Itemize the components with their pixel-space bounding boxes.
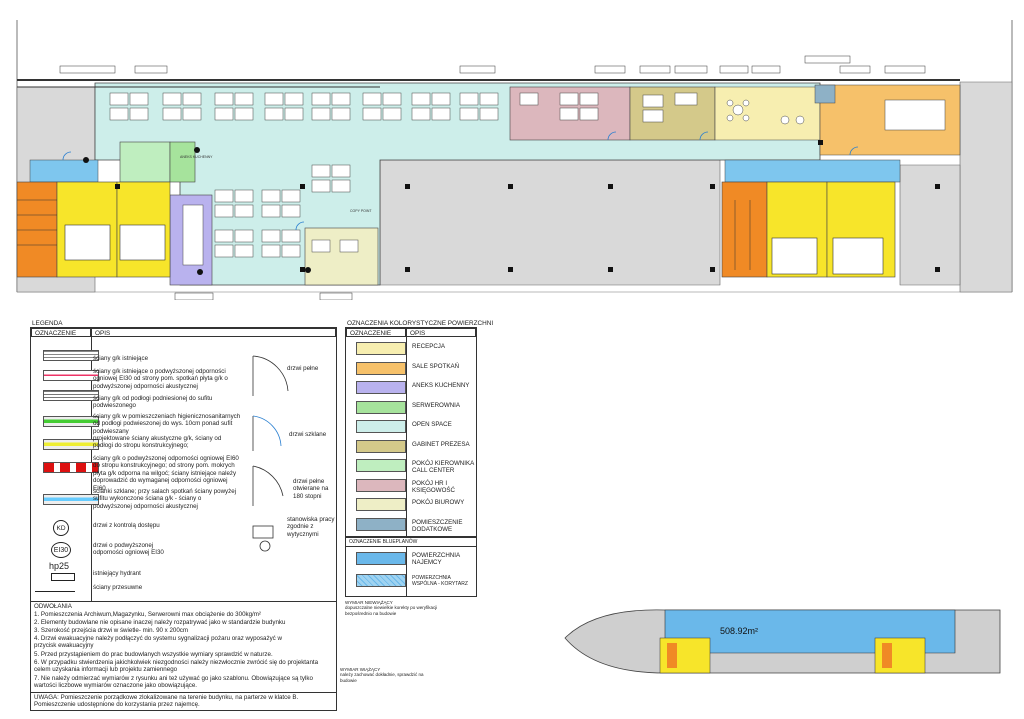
color-divider — [406, 337, 407, 536]
blueplan-title: OZNACZENIE BLUEPLANÓW — [349, 539, 418, 545]
color-swatch-7 — [356, 478, 406, 492]
blueplan-divider-v — [406, 546, 407, 596]
note-1: 1. Pomieszczenia Archiwum,Magazynku, Ser… — [34, 611, 261, 618]
binding-note: WYMIAR WIĄŻĄCY należy zachować dokładnie… — [340, 667, 440, 683]
floor-plan: ANEKS KUCHENNY COPY POINT — [0, 0, 1024, 301]
legend-desc-1: ściany g/k istniejące — [93, 355, 149, 362]
notes-title: ODWOŁANIA — [34, 603, 72, 610]
tenant-area-label: POWIERZCHNIA NAJEMCY — [412, 552, 460, 567]
ei30-symbol: EI30 — [51, 542, 71, 558]
note-6: 6. W przypadku stwierdzenia jakichkolwie… — [34, 659, 319, 674]
wall-swatch-acoustic — [43, 439, 99, 450]
note-7: 7. Nie należy odmierzać wymiarów z rysun… — [34, 675, 313, 690]
legend-header-code-text: OZNACZENIE — [35, 330, 77, 337]
legend-desc-5: projektowane ściany akustyczne g/k, ścia… — [93, 435, 222, 450]
door-desc-full: drzwi pełne — [287, 365, 319, 372]
color-label-6: POKÓJ KIEROWNIKA CALL CENTER — [412, 460, 474, 475]
corridor-area-label: POWIERZCHNIA WSPÓLNA - KORYTARZ — [412, 575, 468, 587]
color-label-0: RECEPCJA — [412, 343, 446, 350]
color-label-5: GABINET PREZESA — [412, 440, 470, 448]
color-swatch-8 — [356, 498, 406, 511]
color-legend-panel: OZNACZENIA KOLORYSTYCZNE POWIERZCHNI OZN… — [345, 318, 493, 600]
legend-desc-10: istniejący hydrant — [93, 570, 141, 577]
color-swatch-0 — [356, 342, 406, 355]
door-symbols — [252, 355, 289, 552]
legend-desc-6: ściany g/k o podwyższonej odporności ogn… — [93, 455, 239, 492]
hydrant-symbol: hp25 — [49, 561, 70, 571]
note-2: 2. Elementy budowlane nie opisane inacze… — [34, 619, 286, 626]
color-label-4: OPEN SPACE — [412, 421, 452, 428]
wall-swatch-existing — [43, 350, 99, 361]
door-desc-glass: drzwi szklane — [289, 431, 327, 438]
color-label-2: ANEKS KUCHENNY — [412, 382, 470, 389]
warning-divider — [31, 692, 336, 693]
color-label-7: POKÓJ HR I KSIĘGOWOŚĆ — [412, 479, 455, 494]
kitchen-label: ANEKS KUCHENNY — [180, 155, 213, 159]
color-legend-table: OZNACZENIE OPIS RECEPCJA SALE SPOTKAŃ ANEK… — [345, 327, 477, 537]
color-label-1: SALE SPOTKAŃ — [412, 362, 460, 370]
kd-symbol: KD — [53, 520, 69, 536]
notes-divider — [31, 601, 336, 602]
legend-table: OZNACZENIE OPIS KD EI30 hp25 ściany g/k … — [30, 327, 337, 711]
color-swatch-6 — [356, 459, 406, 472]
color-swatch-9 — [356, 517, 406, 531]
corridor-area-swatch — [356, 574, 406, 587]
note-3: 3. Szerokość przejścia drzwi w świetle- … — [34, 627, 189, 634]
non-binding-title: WYMIAR NIEWIĄŻĄCY — [345, 600, 393, 605]
hydrant-box-icon — [51, 573, 75, 581]
floor-plan-drawing: ANEKS KUCHENNY COPY POINT — [16, 20, 1013, 301]
legend-header-desc-text: OPIS — [95, 330, 111, 337]
color-label-8: POKÓJ BIUROWY — [412, 499, 465, 506]
legend-panel: LEGENDA OZNACZENIE OPIS KD EI30 hp25 ści… — [30, 318, 337, 713]
color-swatch-3 — [356, 400, 406, 414]
legend-desc-2: ściany g/k istniejące o podwyższonej odp… — [93, 368, 228, 390]
copy-point-label: COPY POINT — [350, 209, 372, 213]
binding-title: WYMIAR WIĄŻĄCY — [340, 667, 381, 672]
blueplan-divider-h — [346, 546, 476, 547]
color-swatch-1 — [356, 361, 406, 375]
wall-swatch-sanitary — [43, 416, 99, 427]
door-desc-180: drzwi pełne otwierane na 180 stopni — [293, 478, 329, 500]
legend-desc-8: drzwi z kontrolą dostępu — [93, 522, 160, 529]
warning-note: UWAGA: Pomieszczenie porządkowe zlokaliz… — [34, 694, 299, 709]
door-desc-workstation: stanowiska pracy zgodnie z wytycznymi — [287, 516, 335, 538]
color-swatch-4 — [356, 420, 406, 433]
note-5: 5. Przed przystąpieniem do prac budowlan… — [34, 651, 273, 658]
blueplan-table: OZNACZENIE BLUEPLANÓW POWIERZCHNIA NAJEM… — [345, 537, 477, 597]
note-4: 4. Drzwi ewakuacyjne należy podłączyć do… — [34, 635, 282, 650]
non-binding-note: WYMIAR NIEWIĄŻĄCY dopuszczalne niewielki… — [345, 600, 455, 616]
wall-swatch-glass — [43, 494, 99, 505]
legend-desc-3: ściany g/k od podłogi podniesionej do su… — [93, 395, 213, 410]
legend-desc-9: drzwi o podwyższonej odporności ogniowej… — [93, 542, 164, 557]
color-legend-title: OZNACZENIA KOLORYSTYCZNE POWIERZCHNI — [347, 320, 494, 327]
key-plan-area: 508.92m² — [720, 626, 759, 636]
key-plan-drawing — [564, 609, 1001, 674]
color-swatch-2 — [356, 381, 406, 394]
wall-swatch-ei60 — [43, 462, 99, 473]
color-label-3: SERWEROWNIA — [412, 401, 461, 409]
wall-swatch-raised — [43, 390, 99, 401]
non-binding-text: dopuszczalne niewielkie korekty po weryf… — [345, 605, 438, 616]
legend-desc-7: ścianki szklane; przy salach spotkań ści… — [93, 488, 237, 510]
color-swatch-5 — [356, 439, 406, 453]
color-header-code: OZNACZENIE — [346, 328, 406, 337]
legend-header-code: OZNACZENIE — [31, 328, 91, 337]
color-header-desc: OPIS — [406, 328, 476, 337]
color-label-9: POMIESZCZENIE DODATKOWE — [412, 518, 463, 533]
key-plan: 508.92m² — [555, 598, 1015, 688]
color-header-desc-text: OPIS — [410, 330, 426, 337]
tenant-area-swatch — [356, 552, 406, 565]
color-header-code-text: OZNACZENIE — [350, 330, 392, 337]
legend-header-desc: OPIS — [91, 328, 336, 337]
legend-desc-11: ściany przesuwne — [93, 584, 143, 591]
binding-text: należy zachować dokładnie, sprawdzić na … — [340, 672, 424, 683]
sliding-wall-icon — [35, 586, 75, 592]
wall-swatch-ei30 — [43, 370, 99, 381]
legend-desc-4: ściany g/k w pomieszczeniach higieniczno… — [93, 413, 241, 435]
legend-title: LEGENDA — [32, 320, 63, 327]
